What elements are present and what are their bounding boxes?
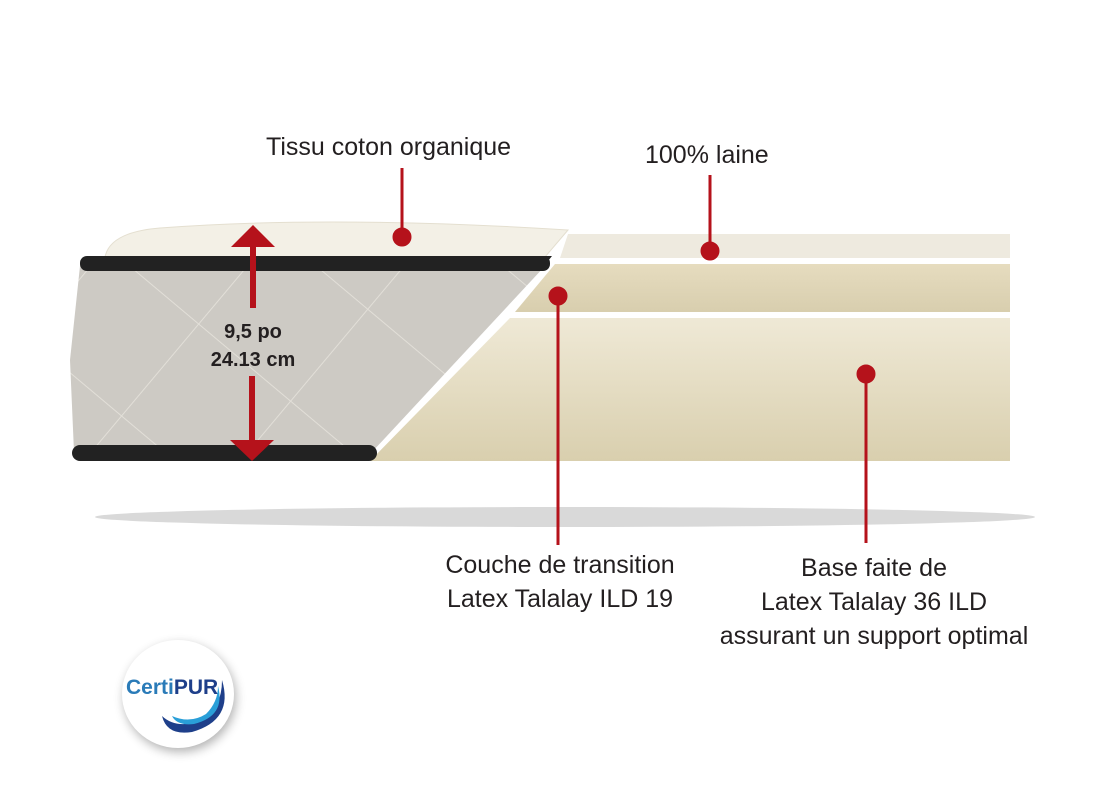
certipur-swoosh-icon	[162, 680, 225, 733]
base-label: Base faite de Latex Talalay 36 ILD assur…	[700, 551, 1048, 653]
wool-label: 100% laine	[645, 141, 769, 169]
floor-shadow	[95, 507, 1035, 527]
cover-marker	[392, 227, 412, 247]
logo-text-pur: PUR	[173, 676, 219, 699]
base-label-line1: Base faite de	[801, 554, 947, 582]
bottom-band	[72, 445, 377, 461]
base-label-line2: Latex Talalay 36 ILD	[760, 588, 988, 616]
logo-text-certi: Certi	[126, 676, 174, 699]
wool-layer	[560, 234, 1010, 258]
transition-layer	[515, 264, 1010, 312]
base-marker	[856, 364, 876, 384]
base-label-line3: assurant un support optimal	[719, 622, 1029, 650]
height-imperial: 9,5 po	[224, 321, 282, 343]
cover-label: Tissu coton organique	[266, 133, 512, 161]
top-band	[80, 256, 550, 271]
cover-side	[70, 266, 545, 452]
height-metric: 24.13 cm	[210, 349, 296, 371]
transition-label-line1: Couche de transition	[445, 551, 675, 579]
height-arrow	[230, 225, 275, 461]
transition-marker	[548, 286, 568, 306]
quilted-top	[104, 221, 570, 258]
base-layer	[370, 318, 1010, 461]
certipur-logo: CertiPUR	[122, 640, 234, 748]
wool-marker	[700, 241, 720, 261]
height-dimension: 9,5 po 24.13 cm	[193, 318, 313, 374]
transition-label-line2: Latex Talalay ILD 19	[446, 585, 674, 613]
transition-label: Couche de transition Latex Talalay ILD 1…	[420, 548, 700, 616]
